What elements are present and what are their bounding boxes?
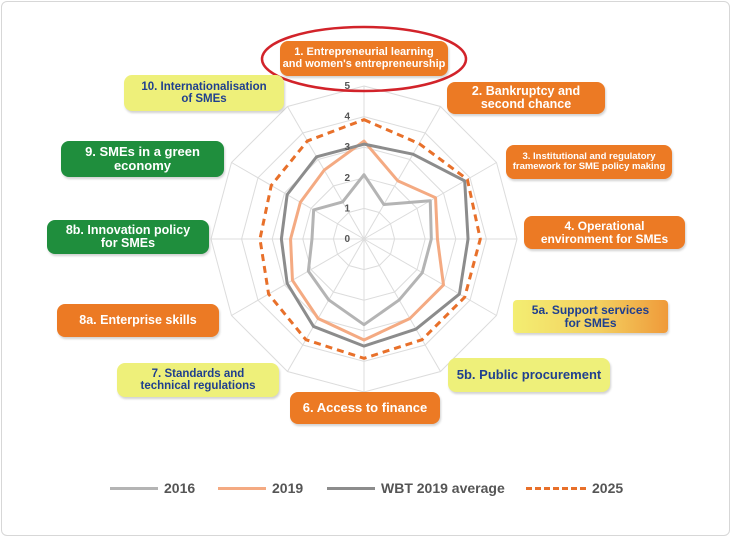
category-label-8a: 8a. Enterprise skills xyxy=(57,304,219,337)
grid-spoke-11 xyxy=(231,162,365,240)
grid-spoke-12 xyxy=(287,106,365,240)
tick-label-4: 4 xyxy=(344,112,350,123)
chart-legend: 2016 2019 WBT 2019 average 2025 xyxy=(0,478,733,498)
series-line-2019 xyxy=(289,139,446,342)
category-label-6: 6. Access to finance xyxy=(290,392,440,424)
tick-label-1: 1 xyxy=(344,203,350,214)
legend-swatch-2019 xyxy=(218,486,266,490)
legend-item-wbt: WBT 2019 average xyxy=(327,478,505,498)
legend-label-2019: 2019 xyxy=(272,480,304,496)
category-label-5b: 5b. Public procurement xyxy=(448,358,610,392)
tick-label-3: 3 xyxy=(344,142,350,153)
legend-label-2016: 2016 xyxy=(164,480,196,496)
tick-label-2: 2 xyxy=(344,173,350,184)
series-line-wbt-2019-average xyxy=(279,142,470,348)
legend-item-2019: 2019 xyxy=(218,478,303,498)
grid-spoke-6 xyxy=(363,238,441,372)
legend-label-2025: 2025 xyxy=(592,480,624,496)
legend-swatch-2016 xyxy=(110,486,158,490)
tick-label-5: 5 xyxy=(344,81,350,92)
highlight-ellipse xyxy=(260,25,468,93)
legend-item-2016: 2016 xyxy=(110,478,195,498)
series-line-2016 xyxy=(306,173,433,327)
legend-swatch-wbt xyxy=(327,486,375,490)
series-line-2025 xyxy=(258,118,482,360)
legend-swatch-2025 xyxy=(526,486,586,490)
grid-spoke-2 xyxy=(363,106,441,240)
grid-spoke-5 xyxy=(363,238,497,316)
tick-label-0: 0 xyxy=(344,234,350,245)
grid-spoke-9 xyxy=(231,238,365,316)
legend-label-wbt: WBT 2019 average xyxy=(381,480,505,496)
legend-item-2025: 2025 xyxy=(526,478,623,498)
grid-spoke-8 xyxy=(287,238,365,372)
